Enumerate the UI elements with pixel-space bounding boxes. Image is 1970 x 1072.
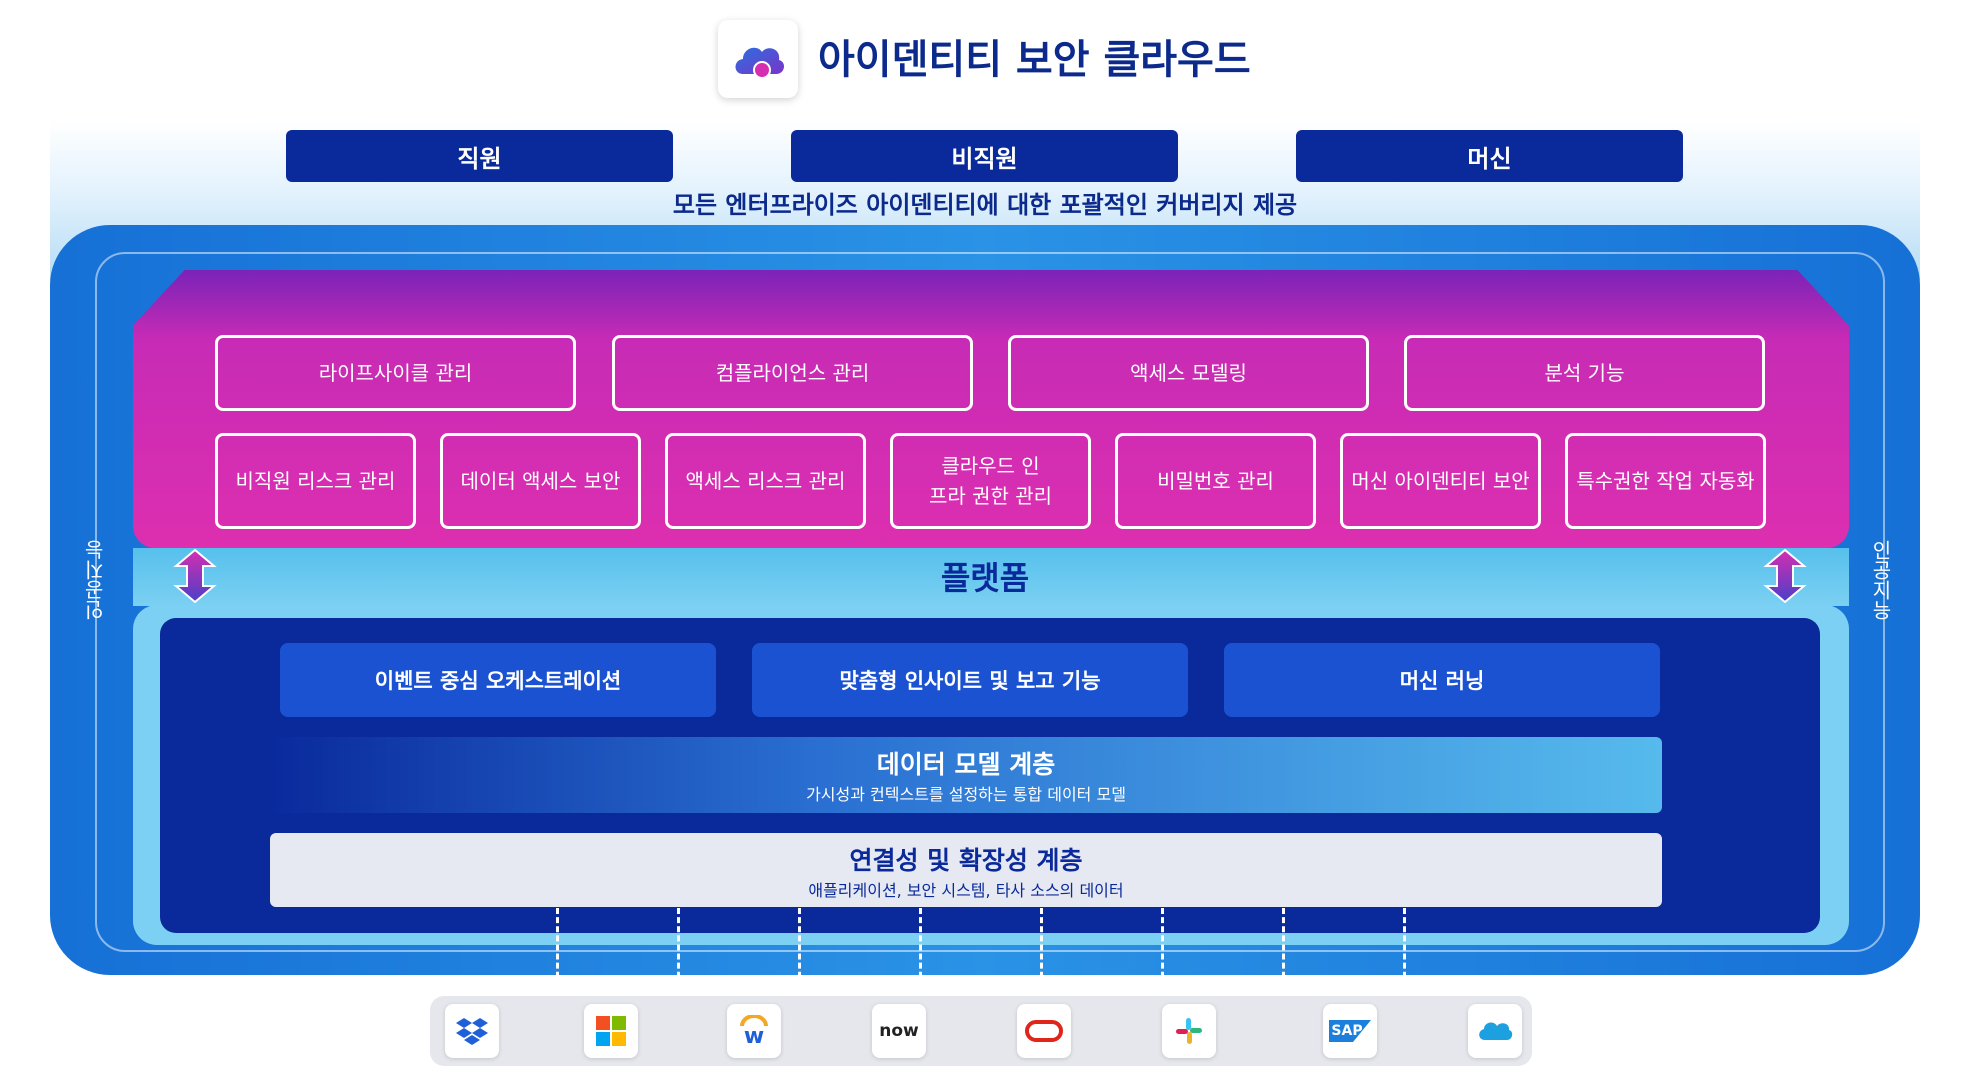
connectivity-subtitle: 애플리케이션, 보안 시스템, 타사 소스의 데이터 [808,881,1124,900]
data-model-subtitle: 가시성과 컨텍스트를 설정하는 통합 데이터 모델 [806,785,1126,804]
workday-text: w [743,1024,765,1049]
platform-band [133,548,1849,606]
capability-machine-identity: 머신 아이덴티티 보안 [1340,433,1541,529]
double-arrow-icon [1763,548,1807,604]
connector-line [798,908,801,996]
persona-employee: 직원 [286,130,673,182]
capability-data-access-security: 데이터 액세스 보안 [440,433,641,529]
connector-line [1403,908,1406,996]
logo [718,20,798,98]
connector-line [1282,908,1285,996]
persona-machine: 머신 [1296,130,1683,182]
feature-machine-learning: 머신 러닝 [1224,643,1660,717]
capability-analytics: 분석 기능 [1404,335,1765,411]
connectivity-layer: 연결성 및 확장성 계층 애플리케이션, 보안 시스템, 타사 소스의 데이터 [270,833,1662,907]
platform-label: 플랫폼 [940,559,1030,597]
slack-icon [1162,1004,1216,1058]
persona-non-employee: 비직원 [791,130,1178,182]
feature-insights-reporting: 맞춤형 인사이트 및 보고 기능 [752,643,1188,717]
servicenow-text: now [879,1021,919,1041]
connector-line [556,908,559,996]
connector-line [919,908,922,996]
ai-side-label-right: 인공지능 [1868,540,1893,620]
connectivity-title: 연결성 및 확장성 계층 [849,846,1083,875]
connector-line [1161,908,1164,996]
ai-side-label-left: 인공지능 [83,540,108,620]
data-model-title: 데이터 모델 계층 [876,750,1056,779]
capability-access-risk: 액세스 리스크 관리 [665,433,866,529]
dropbox-icon [445,1004,499,1058]
inner-outline [95,252,1885,952]
connector-line [1040,908,1043,996]
feature-event-orchestration: 이벤트 중심 오케스트레이션 [280,643,716,717]
oracle-icon [1017,1004,1071,1058]
page-title: 아이덴티티 보안 클라우드 [818,37,1251,83]
salesforce-icon [1468,1004,1522,1058]
data-model-layer: 데이터 모델 계층 가시성과 컨텍스트를 설정하는 통합 데이터 모델 [270,737,1662,813]
capability-compliance: 컴플라이언스 관리 [612,335,973,411]
capability-access-modeling: 액세스 모델링 [1008,335,1369,411]
workday-icon: w [727,1004,781,1058]
connector-line [677,908,680,996]
capability-non-employee-risk: 비직원 리스크 관리 [215,433,416,529]
capability-cloud-infra: 클라우드 인 프라 권한 관리 [890,433,1091,529]
sap-icon: SAP [1323,1004,1377,1058]
capability-lifecycle: 라이프사이클 관리 [215,335,576,411]
cloud-icon [735,47,785,79]
capability-password: 비밀번호 관리 [1115,433,1316,529]
coverage-text: 모든 엔터프라이즈 아이덴티티에 대한 포괄적인 커버리지 제공 [672,191,1298,219]
double-arrow-icon [173,548,217,604]
servicenow-icon: now [872,1004,926,1058]
capability-privileged-tasks: 특수권한 작업 자동화 [1565,433,1766,529]
sap-text: SAP [1331,1023,1363,1039]
microsoft-icon [584,1004,638,1058]
